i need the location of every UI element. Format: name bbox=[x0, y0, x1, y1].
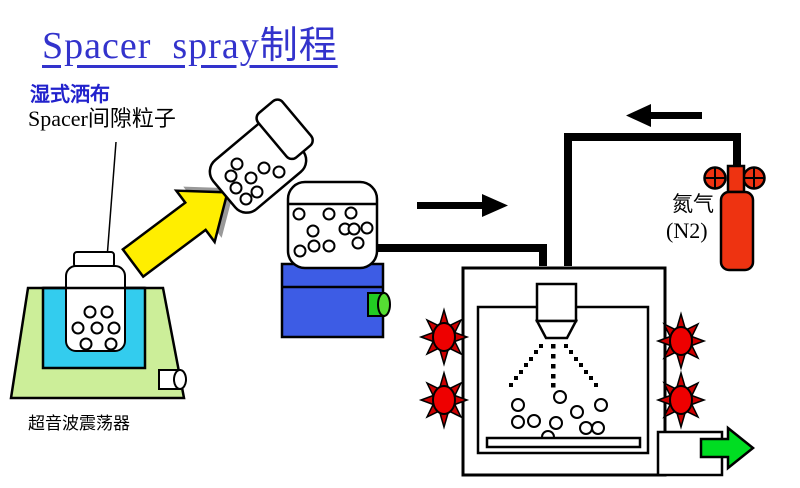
mixing-tank bbox=[286, 180, 379, 270]
slide-title: Spacer spray制程 bbox=[42, 25, 338, 67]
tilted-bottle-cap bbox=[255, 98, 314, 161]
substrate-plate bbox=[485, 436, 642, 449]
supply-pipe bbox=[377, 244, 547, 266]
spray-nozzle bbox=[534, 282, 579, 340]
exhaust-arrow bbox=[699, 425, 756, 471]
n2-tank-body bbox=[719, 190, 755, 272]
flow-arrow-left bbox=[626, 104, 702, 127]
spray-chamber bbox=[461, 266, 667, 477]
n2-tank-neck bbox=[726, 164, 746, 194]
transfer-arrow bbox=[121, 186, 235, 279]
stirrer-unit bbox=[280, 180, 391, 339]
n2-pipe bbox=[564, 133, 741, 266]
vibrator-label: 超音波震荡器 bbox=[28, 414, 130, 433]
n2-tank bbox=[703, 164, 766, 272]
heater-icon bbox=[420, 309, 468, 365]
vibrator-knob bbox=[158, 369, 187, 390]
stirrer-knob bbox=[367, 292, 391, 317]
spacer-bottle bbox=[43, 251, 145, 352]
n2-valve bbox=[703, 166, 766, 190]
bottle-body bbox=[65, 265, 126, 352]
flow-arrow-right bbox=[417, 194, 508, 217]
n2-label-formula: (N2) bbox=[666, 218, 708, 243]
particle-label: Spacer间隙粒子 bbox=[28, 106, 176, 131]
tilted-bottle bbox=[208, 98, 314, 214]
bottle-cap bbox=[73, 251, 115, 268]
heater-icon bbox=[420, 372, 468, 428]
method-label: 湿式洒布 bbox=[30, 84, 110, 106]
n2-label-name: 氮气 bbox=[672, 192, 714, 216]
spray-stream bbox=[509, 344, 598, 388]
ultrasonic-vibrator bbox=[9, 251, 187, 400]
stirrer-box bbox=[280, 262, 385, 339]
transfer-arrow-body bbox=[121, 189, 230, 279]
